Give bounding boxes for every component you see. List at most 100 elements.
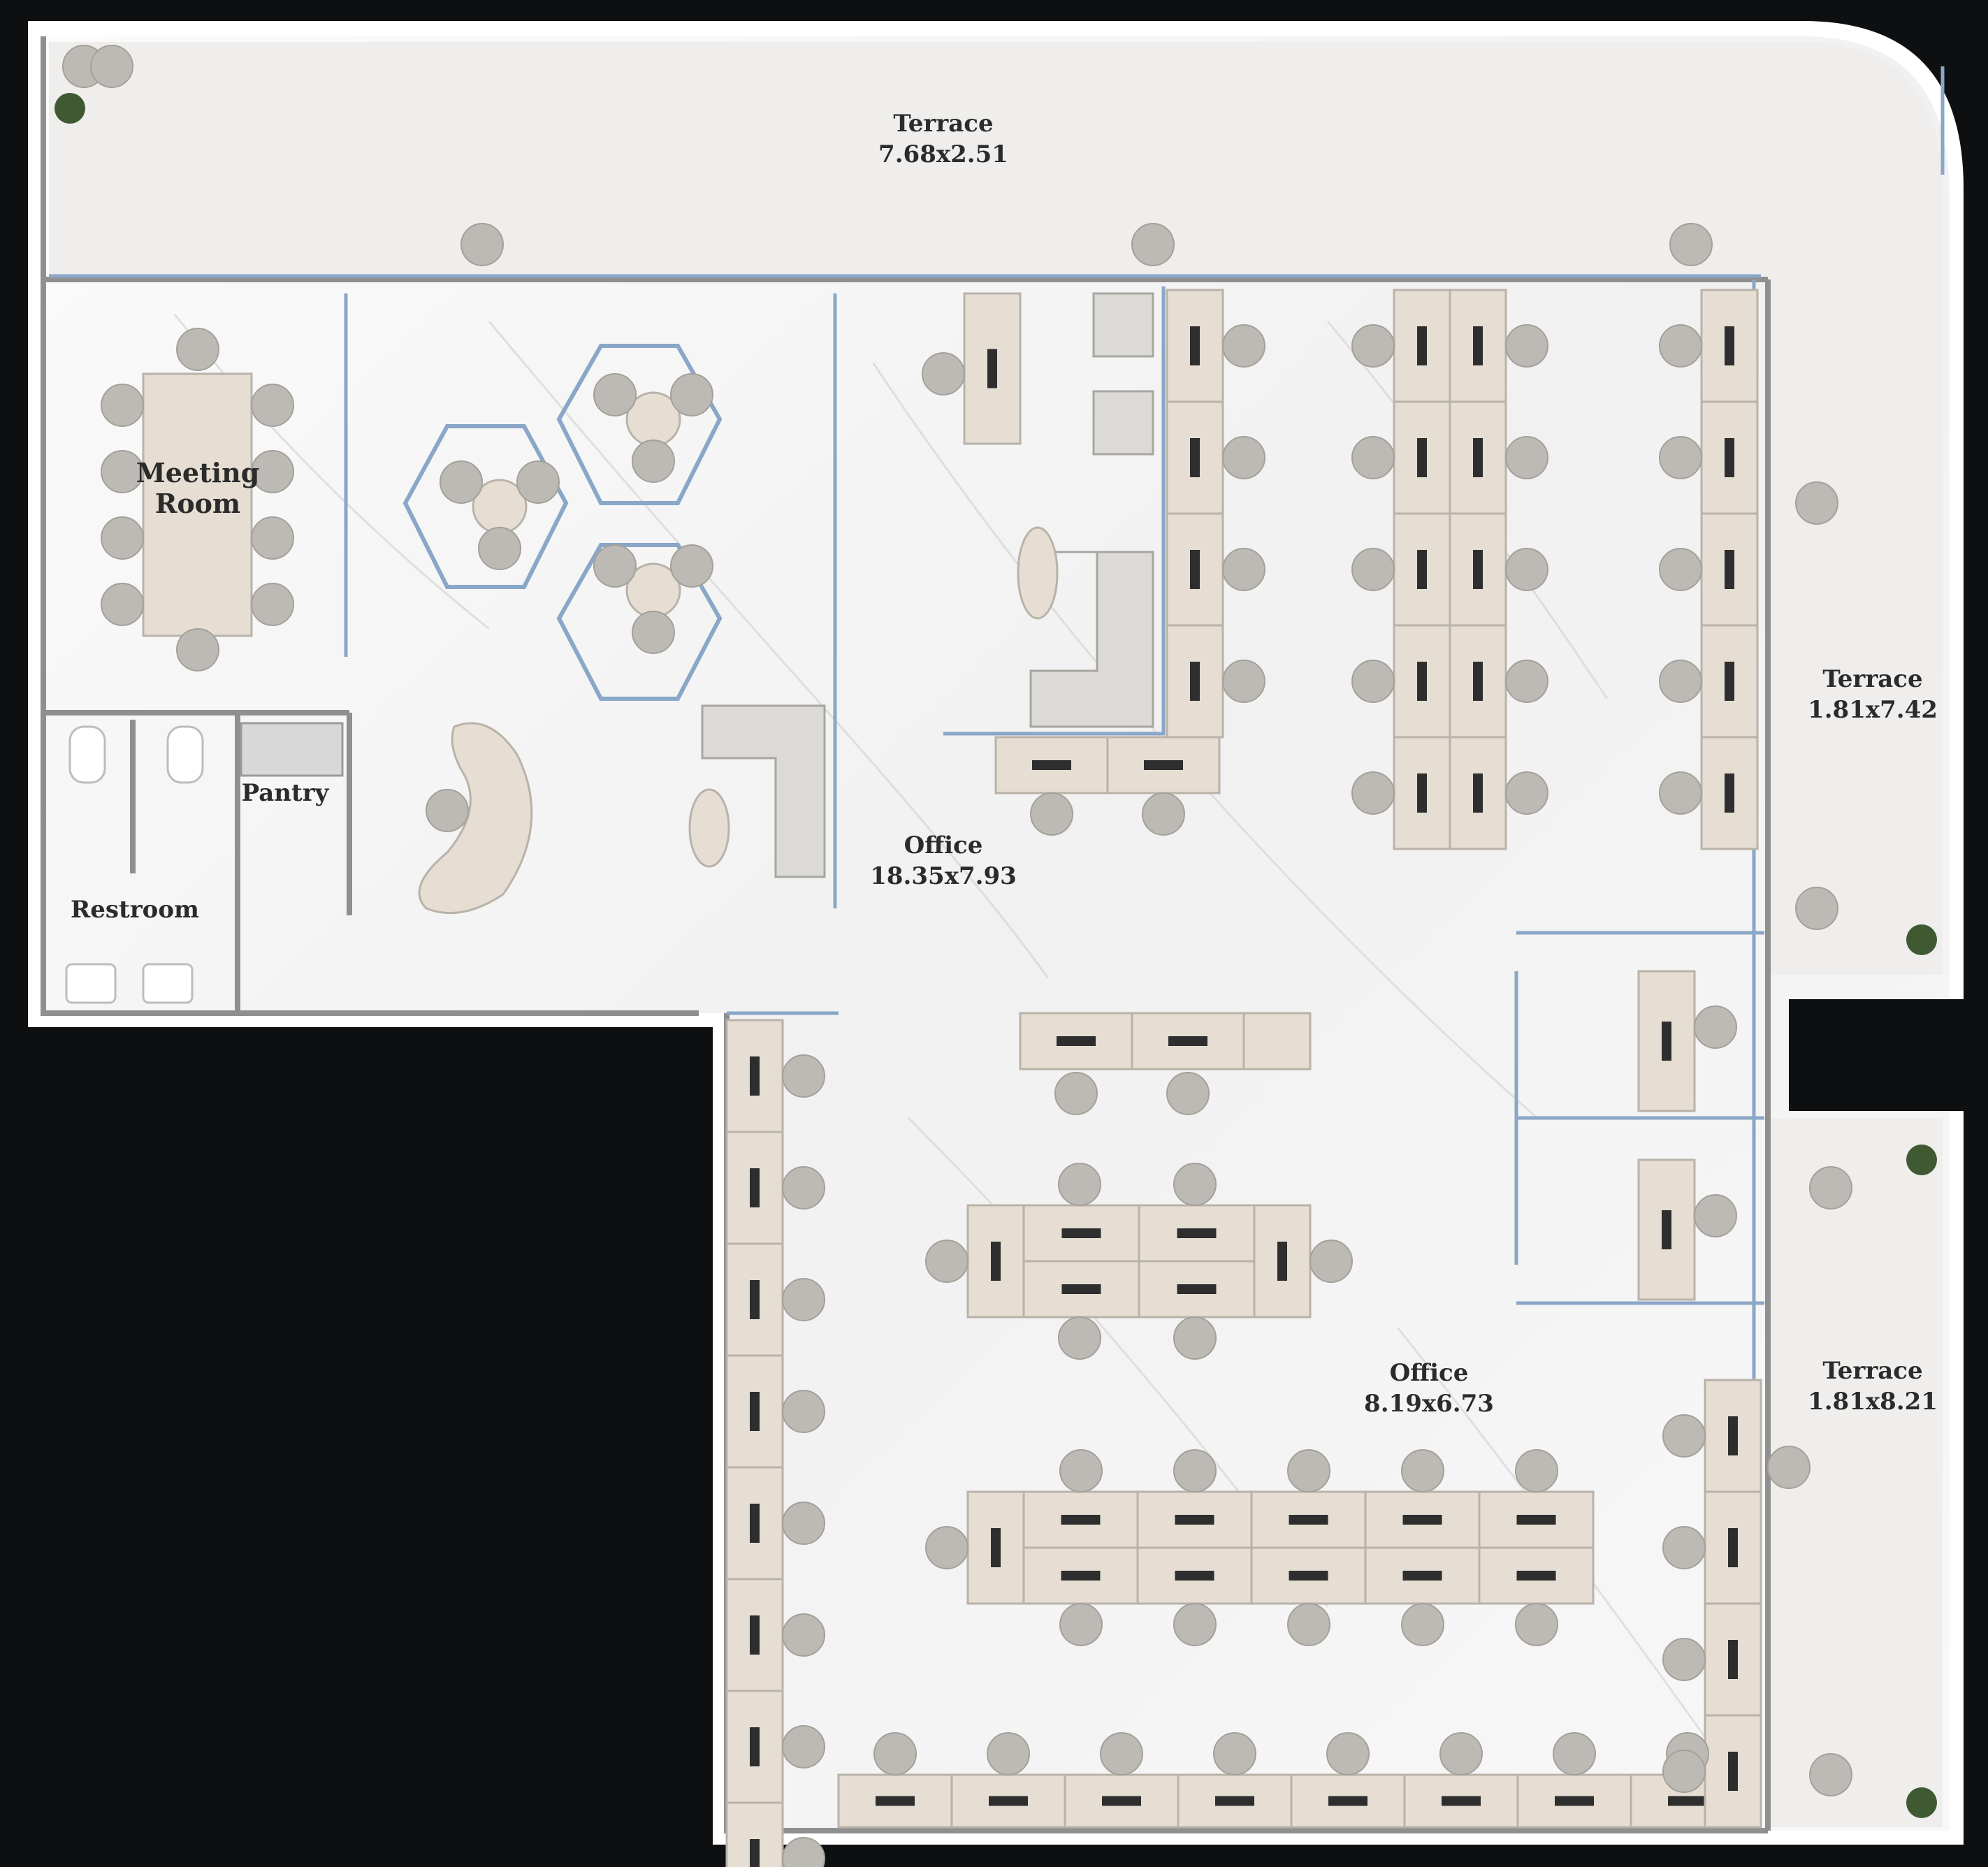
terrace-right-upper-size: 1.81x7.42 bbox=[1808, 696, 1938, 724]
chair-icon bbox=[670, 373, 713, 416]
coffee-tables bbox=[688, 526, 1059, 868]
monitor-icon bbox=[750, 1168, 760, 1207]
monitor-icon bbox=[1177, 1284, 1217, 1294]
desk bbox=[966, 1490, 1025, 1605]
monitor-icon bbox=[1668, 1796, 1707, 1806]
monitor-icon bbox=[1277, 1242, 1287, 1281]
chair-icon bbox=[1505, 436, 1548, 479]
restroom-fixtures bbox=[65, 725, 204, 1004]
monitor-icon bbox=[1061, 1228, 1101, 1238]
restroom-label: Restroom bbox=[71, 894, 199, 925]
monitor-icon bbox=[1061, 1515, 1101, 1525]
chair-icon bbox=[1173, 1316, 1217, 1360]
monitor-icon bbox=[1555, 1796, 1594, 1806]
monitor-icon bbox=[1728, 1416, 1738, 1455]
terrace-right-upper-name: Terrace bbox=[1822, 665, 1923, 693]
chair-icon bbox=[1213, 1732, 1256, 1775]
monitor-icon bbox=[1417, 662, 1427, 701]
office-main-label: Office 18.35x7.93 bbox=[870, 830, 1017, 892]
chair-icon bbox=[1351, 548, 1395, 591]
chair-icon bbox=[1351, 324, 1395, 368]
chair-icon bbox=[101, 583, 144, 626]
chair-icon bbox=[1505, 548, 1548, 591]
chair-icon bbox=[90, 45, 133, 88]
chair-icon bbox=[1326, 1732, 1370, 1775]
chair-icon bbox=[1173, 1163, 1217, 1206]
chair-icon bbox=[1222, 548, 1265, 591]
restroom-name: Restroom bbox=[71, 896, 199, 924]
office-lower-name: Office bbox=[1389, 1359, 1469, 1387]
chair-icon bbox=[782, 1166, 825, 1209]
chair-icon bbox=[1659, 548, 1702, 591]
chair-icon bbox=[176, 628, 219, 671]
monitor-icon bbox=[1190, 662, 1200, 701]
monitor-icon bbox=[1417, 550, 1427, 589]
chair-icon bbox=[922, 352, 965, 395]
chair-icon bbox=[1439, 1732, 1483, 1775]
chair-icon bbox=[251, 384, 294, 427]
office-main-size: 18.35x7.93 bbox=[870, 862, 1017, 890]
chair-icon bbox=[1694, 1194, 1737, 1237]
monitor-icon bbox=[1728, 1528, 1738, 1567]
monitor-icon bbox=[1516, 1571, 1556, 1581]
chair-icon bbox=[1662, 1526, 1706, 1569]
meeting-table bbox=[142, 372, 253, 637]
monitor-icon bbox=[750, 1504, 760, 1543]
chair-icon bbox=[1795, 887, 1838, 930]
chair-icon bbox=[176, 328, 219, 371]
monitor-icon bbox=[1662, 1210, 1671, 1249]
monitor-icon bbox=[1402, 1571, 1442, 1581]
monitor-icon bbox=[750, 1727, 760, 1766]
monitor-icon bbox=[1473, 438, 1483, 477]
chair-icon bbox=[1809, 1166, 1852, 1209]
monitor-icon bbox=[876, 1796, 915, 1806]
pantry-name: Pantry bbox=[241, 779, 329, 807]
void-notch bbox=[1789, 999, 1964, 1111]
monitor-icon bbox=[1473, 662, 1483, 701]
monitor-icon bbox=[1728, 1752, 1738, 1791]
chair-icon bbox=[593, 544, 637, 588]
monitor-icon bbox=[1061, 1284, 1101, 1294]
chair-icon bbox=[101, 450, 144, 493]
monitor-icon bbox=[750, 1392, 760, 1431]
chair-icon bbox=[632, 611, 675, 654]
terrace-right-lower-size: 1.81x8.21 bbox=[1808, 1388, 1938, 1416]
monitor-icon bbox=[1417, 773, 1427, 813]
chair-icon bbox=[1351, 436, 1395, 479]
monitor-icon bbox=[1175, 1515, 1214, 1525]
monitor-icon bbox=[1516, 1515, 1556, 1525]
monitor-icon bbox=[1725, 550, 1734, 589]
monitor-icon bbox=[1402, 1515, 1442, 1525]
chair-icon bbox=[1309, 1240, 1353, 1283]
monitor-icon bbox=[1725, 662, 1734, 701]
chair-icon bbox=[1659, 324, 1702, 368]
monitor-icon bbox=[1190, 438, 1200, 477]
chair-icon bbox=[1173, 1603, 1217, 1646]
chair-icon bbox=[670, 544, 713, 588]
chair-icon bbox=[478, 527, 521, 570]
monitor-icon bbox=[1725, 773, 1734, 813]
chair-icon bbox=[516, 460, 560, 504]
reception-desk bbox=[418, 722, 533, 915]
monitor-icon bbox=[1473, 550, 1483, 589]
plant-icon bbox=[1906, 1145, 1937, 1175]
monitor-icon bbox=[1190, 326, 1200, 365]
terrace-top-name: Terrace bbox=[893, 110, 994, 138]
chair-icon bbox=[1659, 771, 1702, 815]
chair-icon bbox=[1287, 1603, 1330, 1646]
chair-icon bbox=[632, 439, 675, 483]
chair-icon bbox=[782, 1278, 825, 1321]
pantry-label: Pantry bbox=[242, 778, 329, 808]
chair-icon bbox=[426, 789, 469, 832]
monitor-icon bbox=[1168, 1036, 1207, 1046]
monitor-icon bbox=[1442, 1796, 1481, 1806]
office-lower-size: 8.19x6.73 bbox=[1364, 1390, 1494, 1418]
chairs bbox=[62, 45, 1852, 1867]
sofas bbox=[701, 292, 1154, 878]
chair-icon bbox=[782, 1613, 825, 1657]
chair-icon bbox=[925, 1526, 968, 1569]
pod-tables bbox=[472, 391, 681, 618]
chair-icon bbox=[1505, 660, 1548, 703]
chair-icon bbox=[251, 583, 294, 626]
chair-icon bbox=[1659, 660, 1702, 703]
